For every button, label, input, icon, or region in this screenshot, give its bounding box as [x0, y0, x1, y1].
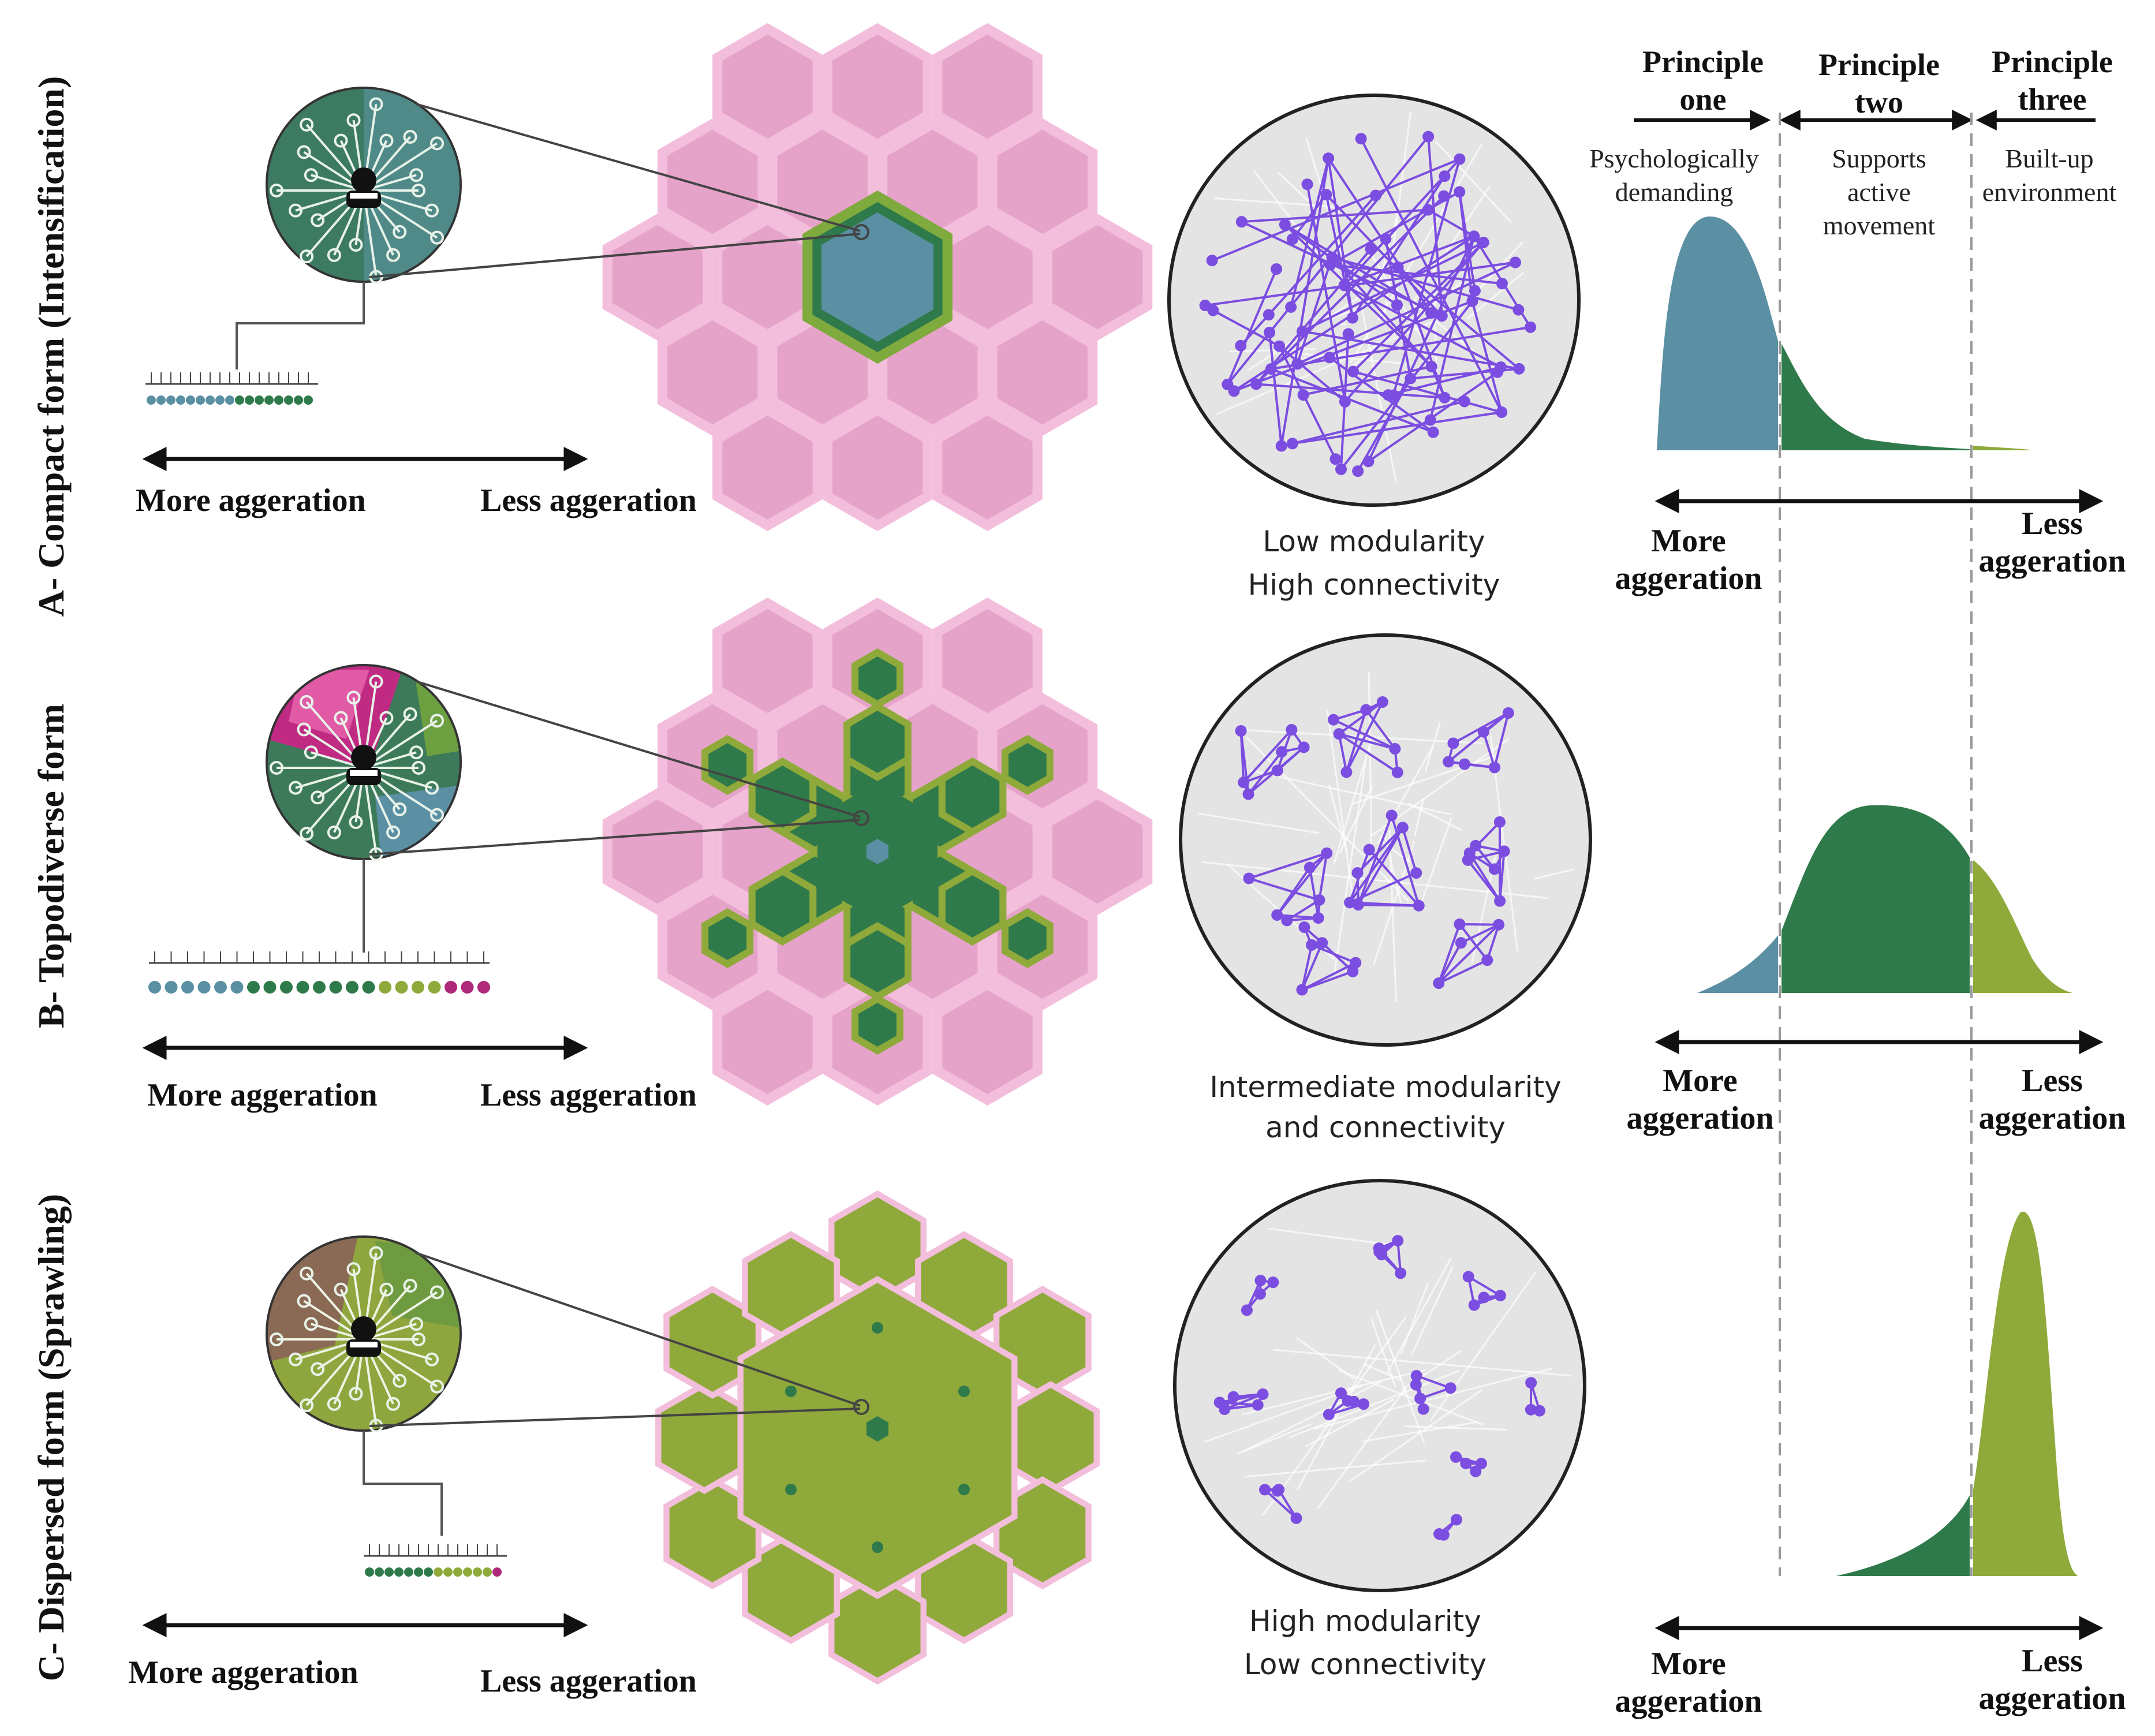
row-c-dots-bar: [364, 1544, 507, 1577]
principle-two-desc-2: active: [1847, 177, 1911, 207]
row-b-hex-cluster: [602, 598, 1153, 1106]
row-a-dist-left-2: aggeration: [1615, 561, 1762, 596]
row-c-hex-cluster: [655, 1190, 1100, 1685]
row-c-dist-right-2: aggeration: [1978, 1681, 2126, 1716]
person-icon: [351, 167, 376, 193]
row-b-dist-right-2: aggeration: [1978, 1100, 2126, 1136]
principle-three-desc-2: environment: [1982, 177, 2117, 207]
zoom-lines: [369, 103, 869, 1427]
row-b-distribution: [1697, 805, 2072, 993]
principle-two-desc-1: Supports: [1832, 144, 1926, 173]
person-icon: [351, 1316, 376, 1342]
row-a-dist-right-1: Less: [2022, 506, 2083, 542]
row-a-axis-left: More aggeration: [136, 483, 366, 518]
row-a-network-line1: Low modularity: [1263, 525, 1485, 558]
row-c-network: [1173, 1179, 1586, 1592]
row-b-dist-left-2: aggeration: [1626, 1100, 1773, 1136]
row-c-network-line2: Low connectivity: [1244, 1648, 1487, 1681]
row-c-axis-right: Less aggeration: [480, 1663, 697, 1699]
row-b-dots-bar: [148, 951, 490, 994]
row-a-zoom-circle: [266, 87, 462, 284]
principle-three-desc-1: Built-up: [2005, 144, 2093, 173]
row-c-dist-left-1: More: [1651, 1646, 1726, 1682]
row-b-network-line1: Intermediate modularity: [1209, 1070, 1561, 1104]
row-a-network-line2: High connectivity: [1248, 568, 1500, 602]
row-b-zoom-circle: [266, 664, 462, 861]
row-c-network-line1: High modularity: [1249, 1604, 1481, 1638]
row-a-dist-left-1: More: [1651, 523, 1726, 559]
principle-two-title-2: two: [1855, 85, 1903, 120]
row-a-distribution: [1657, 216, 2035, 450]
row-a-label: A- Compact form (Intensification): [31, 76, 72, 617]
principle-one-title-1: Principle: [1642, 44, 1764, 79]
row-b-label: B- Topodiverse form: [31, 704, 72, 1028]
row-a-dist-right-2: aggeration: [1978, 543, 2126, 579]
row-c-label: C- Dispersed form (Sprawling): [31, 1194, 72, 1681]
person-icon: [351, 745, 376, 770]
row-a-network: [1167, 94, 1581, 507]
principle-three-title-1: Principle: [1992, 44, 2113, 79]
row-b-axis-left: More aggeration: [147, 1077, 378, 1113]
principle-one-desc-2: demanding: [1615, 177, 1733, 207]
principle-two-desc-3: movement: [1823, 211, 1935, 240]
row-b-axis-right: Less aggeration: [480, 1077, 697, 1113]
row-b-network-line2: and connectivity: [1265, 1111, 1506, 1144]
row-c-dist-left-2: aggeration: [1615, 1683, 1762, 1719]
principle-three-title-2: three: [2018, 82, 2087, 117]
row-a-hex-cluster: [602, 23, 1153, 531]
row-b-dist-right-1: Less: [2022, 1063, 2083, 1099]
row-b-dist-left-1: More: [1663, 1063, 1738, 1099]
row-c-distribution: [1836, 1211, 2078, 1576]
row-b-network: [1179, 633, 1592, 1047]
row-c-zoom-circle: [266, 1235, 462, 1433]
principle-two-title-1: Principle: [1818, 47, 1940, 82]
row-c-axis-left: More aggeration: [128, 1655, 358, 1690]
row-c-dist-right-1: Less: [2022, 1643, 2083, 1679]
principle-one-title-2: one: [1680, 82, 1727, 117]
row-a-axis-right: Less aggeration: [480, 483, 697, 518]
row-a-dots-bar: [145, 372, 318, 405]
principle-one-desc-1: Psychologically: [1589, 144, 1759, 173]
